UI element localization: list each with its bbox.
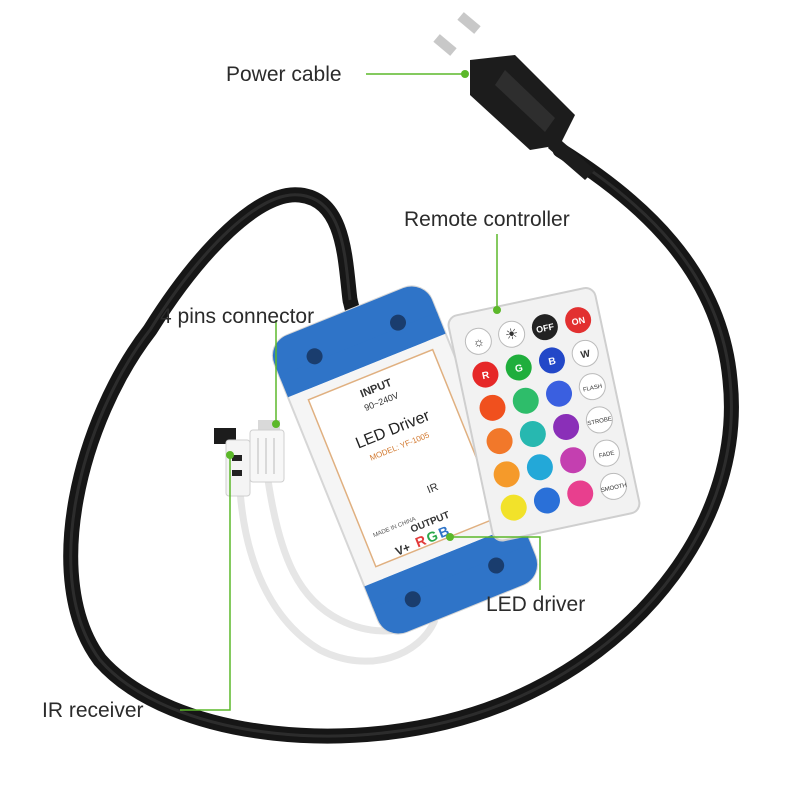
svg-text:FLASH: FLASH bbox=[583, 384, 603, 394]
svg-text:STROBE: STROBE bbox=[587, 416, 612, 427]
label-power-cable: Power cable bbox=[226, 63, 342, 86]
leader-lines bbox=[180, 70, 541, 711]
remote-dim-up-button[interactable] bbox=[496, 319, 527, 350]
driver-output-polarity: V+ bbox=[393, 540, 412, 559]
remote-dim-down-button[interactable] bbox=[463, 326, 494, 357]
sun-small-icon: ☼ bbox=[471, 333, 486, 350]
remote-white-button[interactable] bbox=[570, 338, 601, 369]
power-plug bbox=[433, 12, 595, 180]
led-driver-leader bbox=[450, 536, 541, 590]
label-pins-connector: 4 pins connector bbox=[160, 305, 315, 328]
remote-controller: ☼ ☀ OFF ON R G B W FLASH STROBE bbox=[447, 287, 641, 542]
remote-color-button[interactable] bbox=[498, 492, 529, 523]
remote-fade-button[interactable] bbox=[591, 438, 622, 469]
ir-receiver-wire bbox=[236, 489, 439, 665]
remote-red-button[interactable] bbox=[470, 359, 501, 390]
remote-color-button[interactable] bbox=[565, 478, 596, 509]
remote-flash-button[interactable] bbox=[577, 371, 608, 402]
remote-color-button[interactable] bbox=[544, 378, 575, 409]
remote-color-button[interactable] bbox=[510, 385, 541, 416]
remote-color-button[interactable] bbox=[524, 452, 555, 483]
remote-on-button[interactable] bbox=[563, 305, 594, 336]
svg-text:SMOOTH: SMOOTH bbox=[600, 483, 627, 494]
remote-strobe-button[interactable] bbox=[584, 404, 615, 435]
svg-text:ON: ON bbox=[571, 315, 586, 328]
remote-color-button[interactable] bbox=[491, 459, 522, 490]
label-led-driver: LED driver bbox=[486, 593, 586, 616]
label-ir-receiver: IR receiver bbox=[42, 699, 144, 722]
svg-text:OFF: OFF bbox=[535, 321, 555, 335]
remote-color-button[interactable] bbox=[532, 485, 563, 516]
remote-green-button[interactable] bbox=[503, 352, 534, 383]
ir-receiver-connector bbox=[214, 428, 251, 497]
label-remote-controller: Remote controller bbox=[404, 208, 570, 231]
remote-color-button[interactable] bbox=[477, 392, 508, 423]
remote-smooth-button[interactable] bbox=[598, 471, 629, 502]
remote-color-button[interactable] bbox=[551, 412, 582, 443]
remote-color-button[interactable] bbox=[558, 445, 589, 476]
svg-text:G: G bbox=[514, 363, 524, 375]
remote-off-button[interactable] bbox=[529, 312, 560, 343]
remote-blue-button[interactable] bbox=[537, 345, 568, 376]
svg-text:B: B bbox=[548, 356, 557, 368]
sun-large-icon: ☀ bbox=[504, 326, 520, 344]
svg-text:W: W bbox=[580, 348, 592, 361]
led-driver-box: INPUT 90~240V LED Driver MODEL: YF-1005 … bbox=[271, 285, 539, 635]
svg-text:FADE: FADE bbox=[599, 451, 616, 460]
driver-ir-mark: IR bbox=[425, 481, 440, 496]
remote-color-button[interactable] bbox=[484, 426, 515, 457]
ir-receiver-leader bbox=[180, 455, 231, 711]
svg-text:R: R bbox=[481, 370, 491, 382]
remote-color-button[interactable] bbox=[517, 419, 548, 450]
four-pin-connector bbox=[249, 420, 285, 483]
